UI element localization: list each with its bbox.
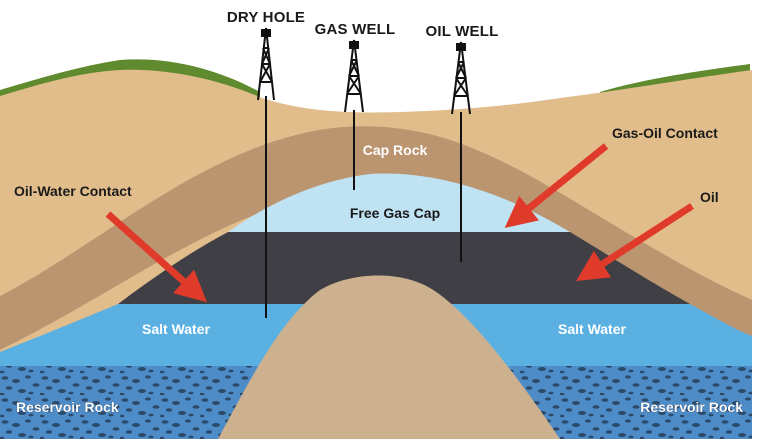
oil-well-derrick-icon [451,41,471,115]
cap-rock-label: Cap Rock [363,142,428,158]
reservoir-rock-left-label: Reservoir Rock [16,399,119,415]
free-gas-cap-layer [228,173,570,232]
salt-water-left-label: Salt Water [142,321,210,337]
salt-water-right-label: Salt Water [558,321,626,337]
gas-oil-contact-arrow [504,143,609,228]
rock-dome-mound [218,275,560,439]
dry-hole-derrick-icon [257,27,275,101]
cap-rock-layer [0,126,752,356]
oil-water-contact-arrow [105,211,208,303]
oil-water-contact-label: Oil-Water Contact [14,183,132,199]
oil-layer [118,232,690,304]
grass-left [0,59,260,100]
gas-well-label: GAS WELL [315,21,396,38]
gas-well-derrick-icon [344,39,364,113]
dry-hole-label: DRY HOLE [227,9,305,26]
free-gas-cap-label: Free Gas Cap [350,205,440,221]
oil-arrow [576,203,694,282]
reservoir-rock-right-label: Reservoir Rock [640,399,743,415]
gas-oil-contact-label: Gas-Oil Contact [612,125,718,141]
oil-well-label: OIL WELL [426,23,499,40]
oil-label: Oil [700,189,719,205]
